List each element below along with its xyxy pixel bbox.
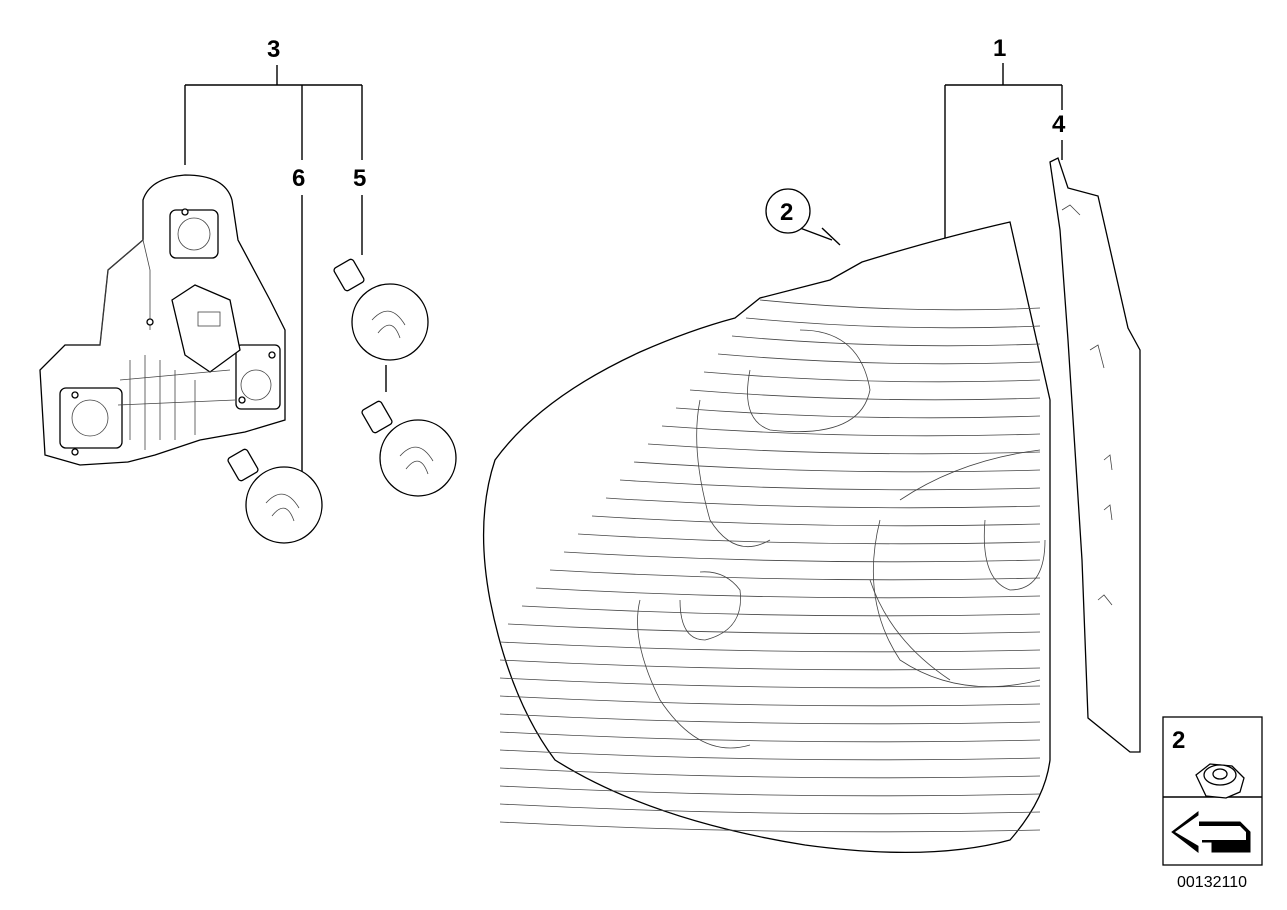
legend-box: 2 [1162,716,1263,866]
callout-5: 5 [353,165,366,192]
callout-1: 1 [993,35,1006,62]
callout-6: 6 [292,165,305,192]
bulb-5-upper [333,258,429,361]
lens-stripes [499,299,1041,833]
callout-3: 3 [267,36,280,63]
legend-part-number: 2 [1172,727,1185,754]
callout-2-circle [765,188,811,234]
callout-4: 4 [1052,111,1066,138]
bulb-6 [227,448,323,544]
gasket-strip [1049,157,1141,753]
bulb-holder-carrier [39,174,286,466]
arrow-icon [1171,810,1251,854]
bulb-5-lower [361,400,457,497]
nut-icon [1195,763,1245,799]
leader-lines [184,63,1063,488]
diagram-id: 00132110 [1177,874,1247,891]
callout-2: 2 [780,199,793,226]
tail-light-lens [482,221,1051,854]
